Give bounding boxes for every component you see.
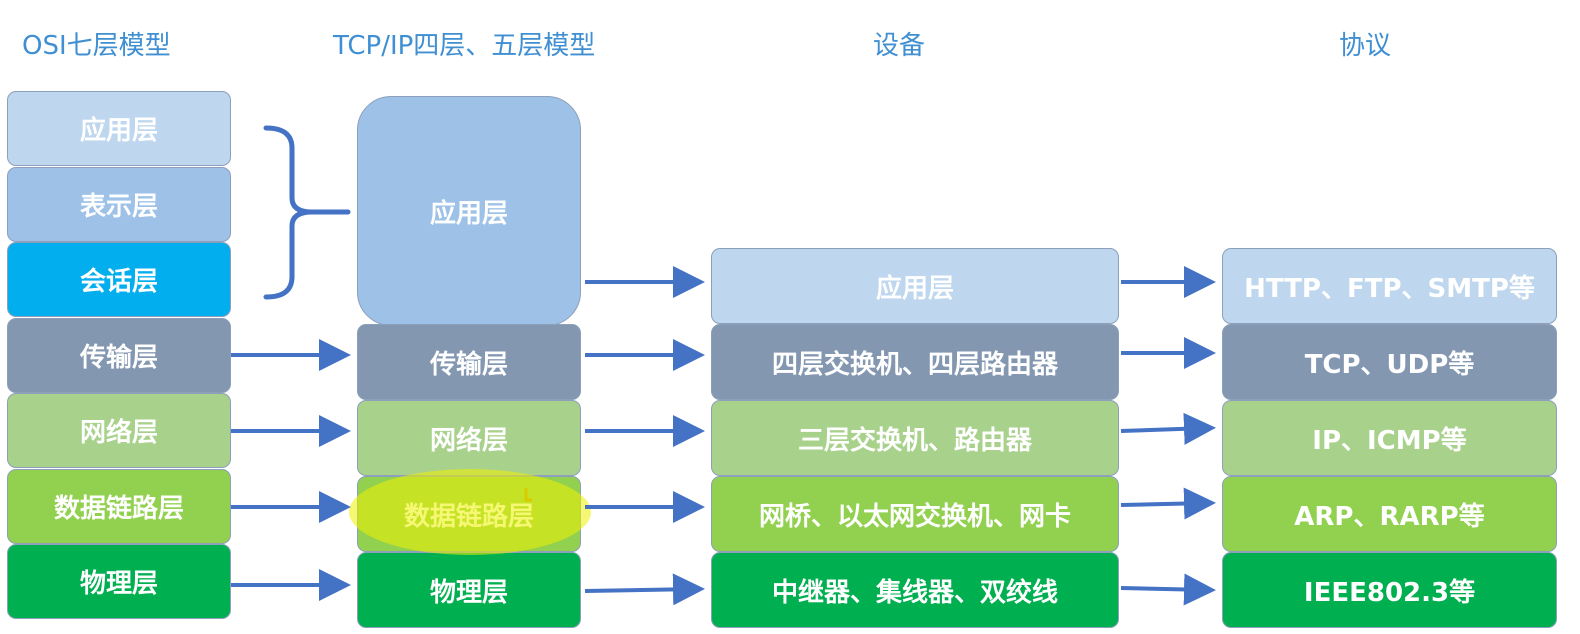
osi-application-layer: 应用层 [7, 91, 231, 166]
device-application: 应用层 [711, 248, 1119, 324]
osi-presentation-layer: 表示层 [7, 167, 231, 242]
tcpip-network-layer: 网络层 [357, 400, 581, 476]
device-header: 设备 [873, 31, 926, 61]
device-data-link: 网桥、以太网交换机、网卡 [711, 476, 1119, 552]
osi-network-layer: 网络层 [7, 393, 231, 468]
tcpip-physical-layer: 物理层 [357, 552, 581, 628]
tcpip-application-layer: 应用层 [357, 96, 581, 326]
protocol-network: IP、ICMP等 [1222, 400, 1557, 476]
protocol-physical: IEEE802.3等 [1222, 552, 1557, 628]
bracket-icon [263, 125, 351, 300]
osi-header: OSI七层模型 [22, 31, 171, 61]
device-network: 三层交换机、路由器 [711, 400, 1119, 476]
protocol-header: 协议 [1339, 31, 1392, 61]
device-transport: 四层交换机、四层路由器 [711, 324, 1119, 400]
protocol-transport: TCP、UDP等 [1222, 324, 1557, 400]
tcpip-data-link-layer: 数据链路层 [357, 476, 581, 552]
arrow-device-physical [1120, 573, 1216, 606]
osi-transport-layer: 传输层 [7, 318, 231, 393]
tcpip-transport-layer: 传输层 [357, 324, 581, 400]
protocol-application: HTTP、FTP、SMTP等 [1222, 248, 1557, 324]
arrow-device-network [1120, 412, 1216, 445]
device-physical: 中继器、集线器、双绞线 [711, 552, 1119, 628]
osi-physical-layer: 物理层 [7, 544, 231, 619]
tcpip-header: TCP/IP四层、五层模型 [333, 31, 596, 61]
arrow-device-data-link [1120, 487, 1216, 520]
osi-data-link-layer: 数据链路层 [7, 469, 231, 544]
protocol-data-link: ARP、RARP等 [1222, 476, 1557, 552]
arrow-tcpip-physical [584, 573, 705, 606]
osi-session-layer: 会话层 [7, 242, 231, 317]
